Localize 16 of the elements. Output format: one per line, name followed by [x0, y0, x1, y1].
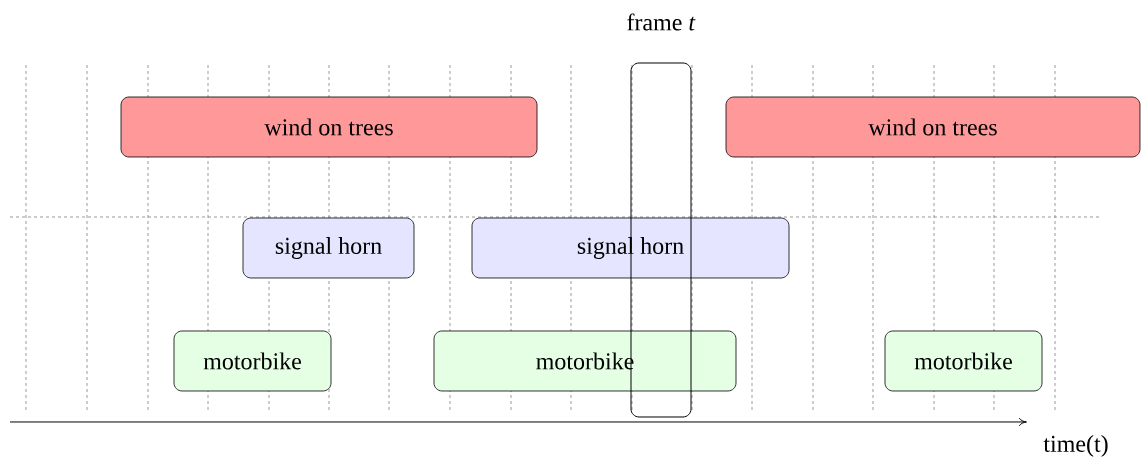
event-box — [173, 330, 332, 392]
event-box — [120, 96, 538, 158]
event-box — [884, 330, 1043, 392]
axis-label: time(t) — [1043, 435, 1108, 457]
event-box — [471, 217, 790, 279]
event-label: motorbike — [203, 352, 301, 370]
event-label: signal horn — [577, 237, 684, 259]
event-box — [242, 217, 415, 279]
event-label: signal horn — [275, 237, 382, 259]
event-label: wind on trees — [868, 118, 997, 136]
event-label: motorbike — [536, 352, 634, 370]
event-label: wind on trees — [264, 118, 393, 136]
node-label: frame t — [627, 13, 696, 31]
event-label: motorbike — [914, 352, 1012, 370]
event-box — [433, 330, 737, 392]
event-box — [725, 96, 1141, 158]
